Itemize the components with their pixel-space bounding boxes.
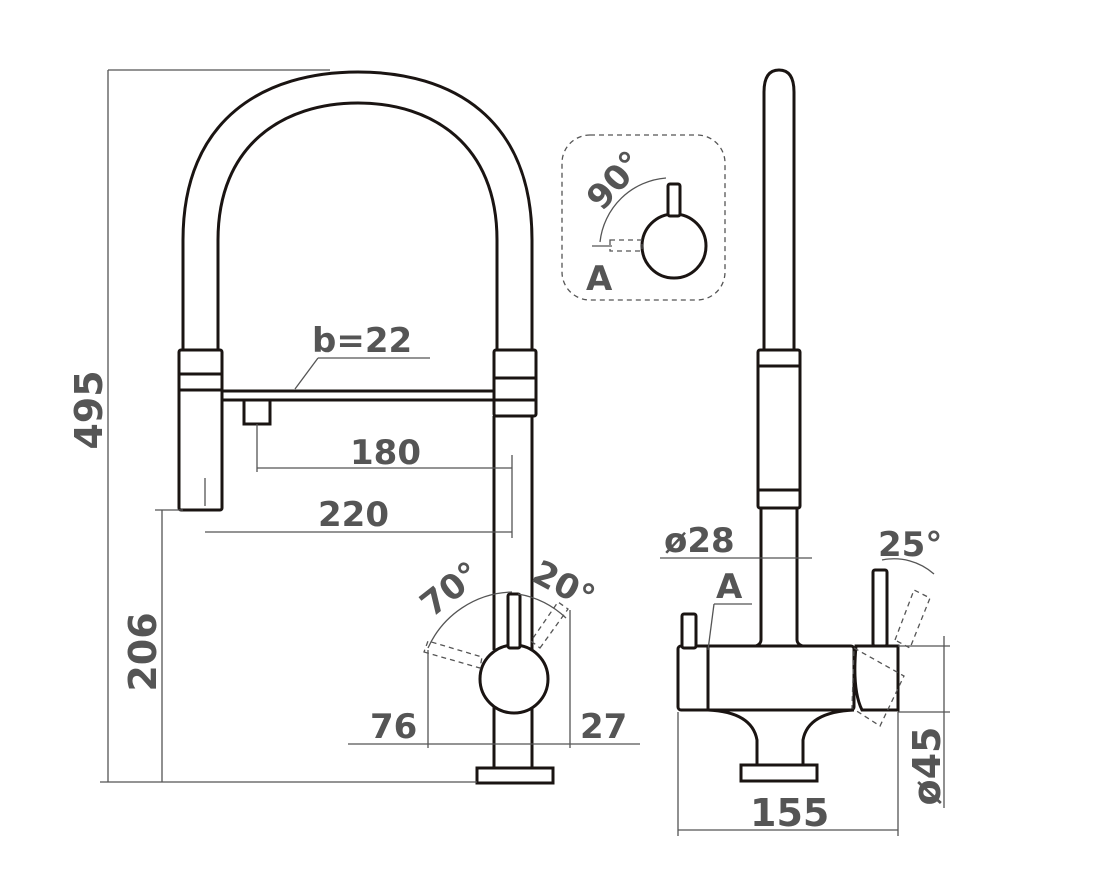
spout-arch-outer xyxy=(181,70,534,352)
detail-a: 90° A xyxy=(561,134,726,301)
dim-total-height: 495 xyxy=(67,370,111,449)
right-sleeve xyxy=(492,348,538,418)
dim-lever-27: 27 xyxy=(580,707,627,747)
side-body xyxy=(676,644,856,712)
detail-letter: A xyxy=(586,259,613,299)
side-sleeve xyxy=(756,348,802,510)
spout-arch-inner xyxy=(216,101,499,352)
dim-base-diameter: ø45 xyxy=(905,727,949,806)
detail-angle: 90° xyxy=(579,143,652,218)
side-lever-a xyxy=(680,612,698,650)
side-lever-right xyxy=(871,568,889,648)
hose-clip xyxy=(242,398,272,426)
dim-hose-diameter: b=22 xyxy=(312,321,412,361)
front-view: 495 206 b=22 180 220 76 27 70° 20° xyxy=(67,69,640,785)
side-lever-knob xyxy=(853,644,900,712)
dim-angle-20: 20° xyxy=(526,553,602,619)
dim-angle-70: 70° xyxy=(413,554,488,625)
lever-hub xyxy=(478,643,550,715)
detail-hub xyxy=(640,212,708,280)
dim-reach-180: 180 xyxy=(350,433,421,473)
front-base xyxy=(475,766,555,785)
side-neck xyxy=(762,68,796,350)
side-letter: A xyxy=(716,567,743,607)
dim-aerator-height: 206 xyxy=(121,612,165,691)
dim-body-diameter: ø28 xyxy=(664,521,735,561)
side-view: ø28 A 25° 155 ø45 xyxy=(660,68,950,836)
dim-width-155: 155 xyxy=(750,791,829,835)
dim-lever-76: 76 xyxy=(370,707,417,747)
detail-lever xyxy=(666,182,682,218)
dim-reach-220: 220 xyxy=(318,495,389,535)
lever xyxy=(506,592,522,650)
dim-angle-25: 25° xyxy=(878,525,942,565)
side-base xyxy=(739,763,819,783)
